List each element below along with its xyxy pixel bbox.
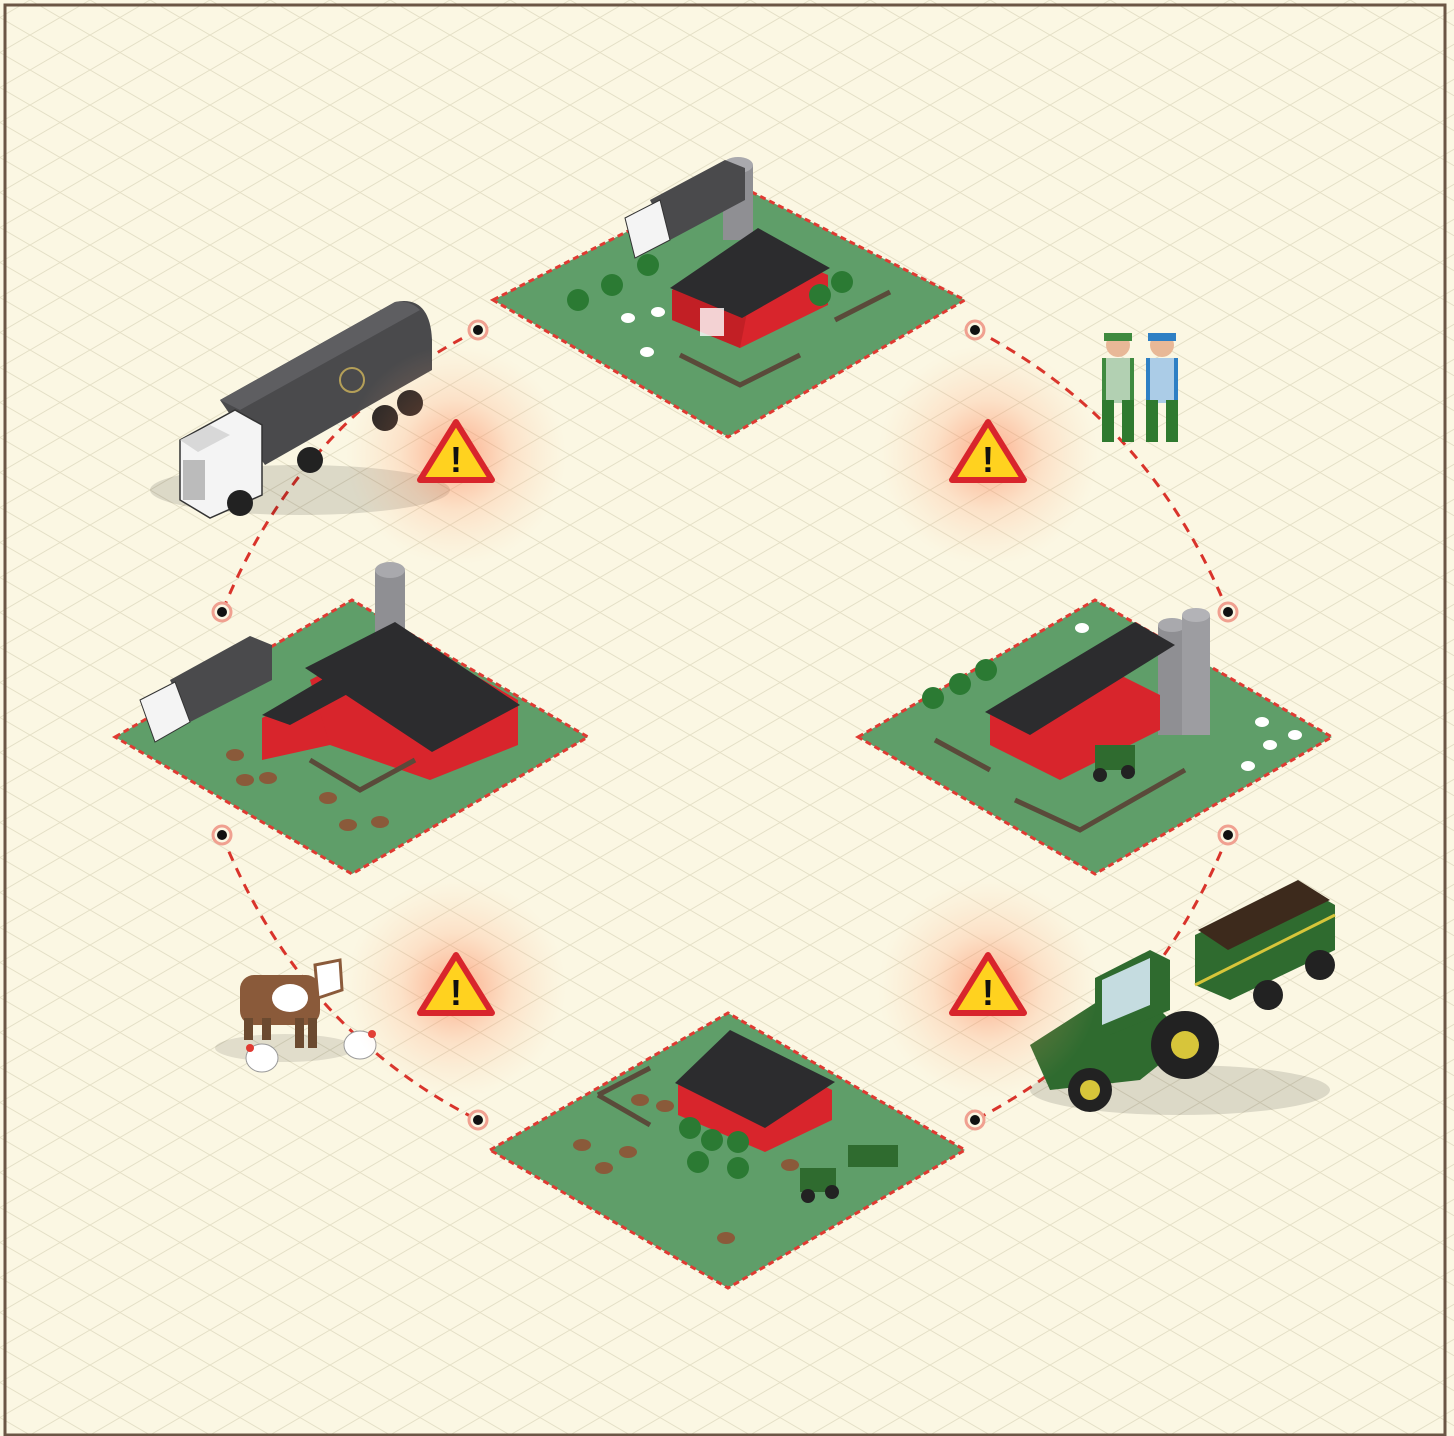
- warning-exclamation: !: [982, 972, 994, 1013]
- path-node: [966, 321, 984, 339]
- path-node: [1219, 826, 1237, 844]
- warning-exclamation: !: [982, 439, 994, 480]
- path-node: [213, 826, 231, 844]
- path-node: [213, 603, 231, 621]
- path-node: [1219, 603, 1237, 621]
- chicken-icon: [246, 1044, 278, 1072]
- warning-triangle-icon: !: [878, 345, 1098, 565]
- path-node: [966, 1111, 984, 1129]
- warning-exclamation: !: [450, 972, 462, 1013]
- path-node: [469, 321, 487, 339]
- warning-exclamation: !: [450, 439, 462, 480]
- warning-triangle-icon: !: [878, 878, 1098, 1098]
- warning-triangle-icon: !: [346, 345, 566, 565]
- warning-triangle-icon: !: [346, 878, 566, 1098]
- path-node: [469, 1111, 487, 1129]
